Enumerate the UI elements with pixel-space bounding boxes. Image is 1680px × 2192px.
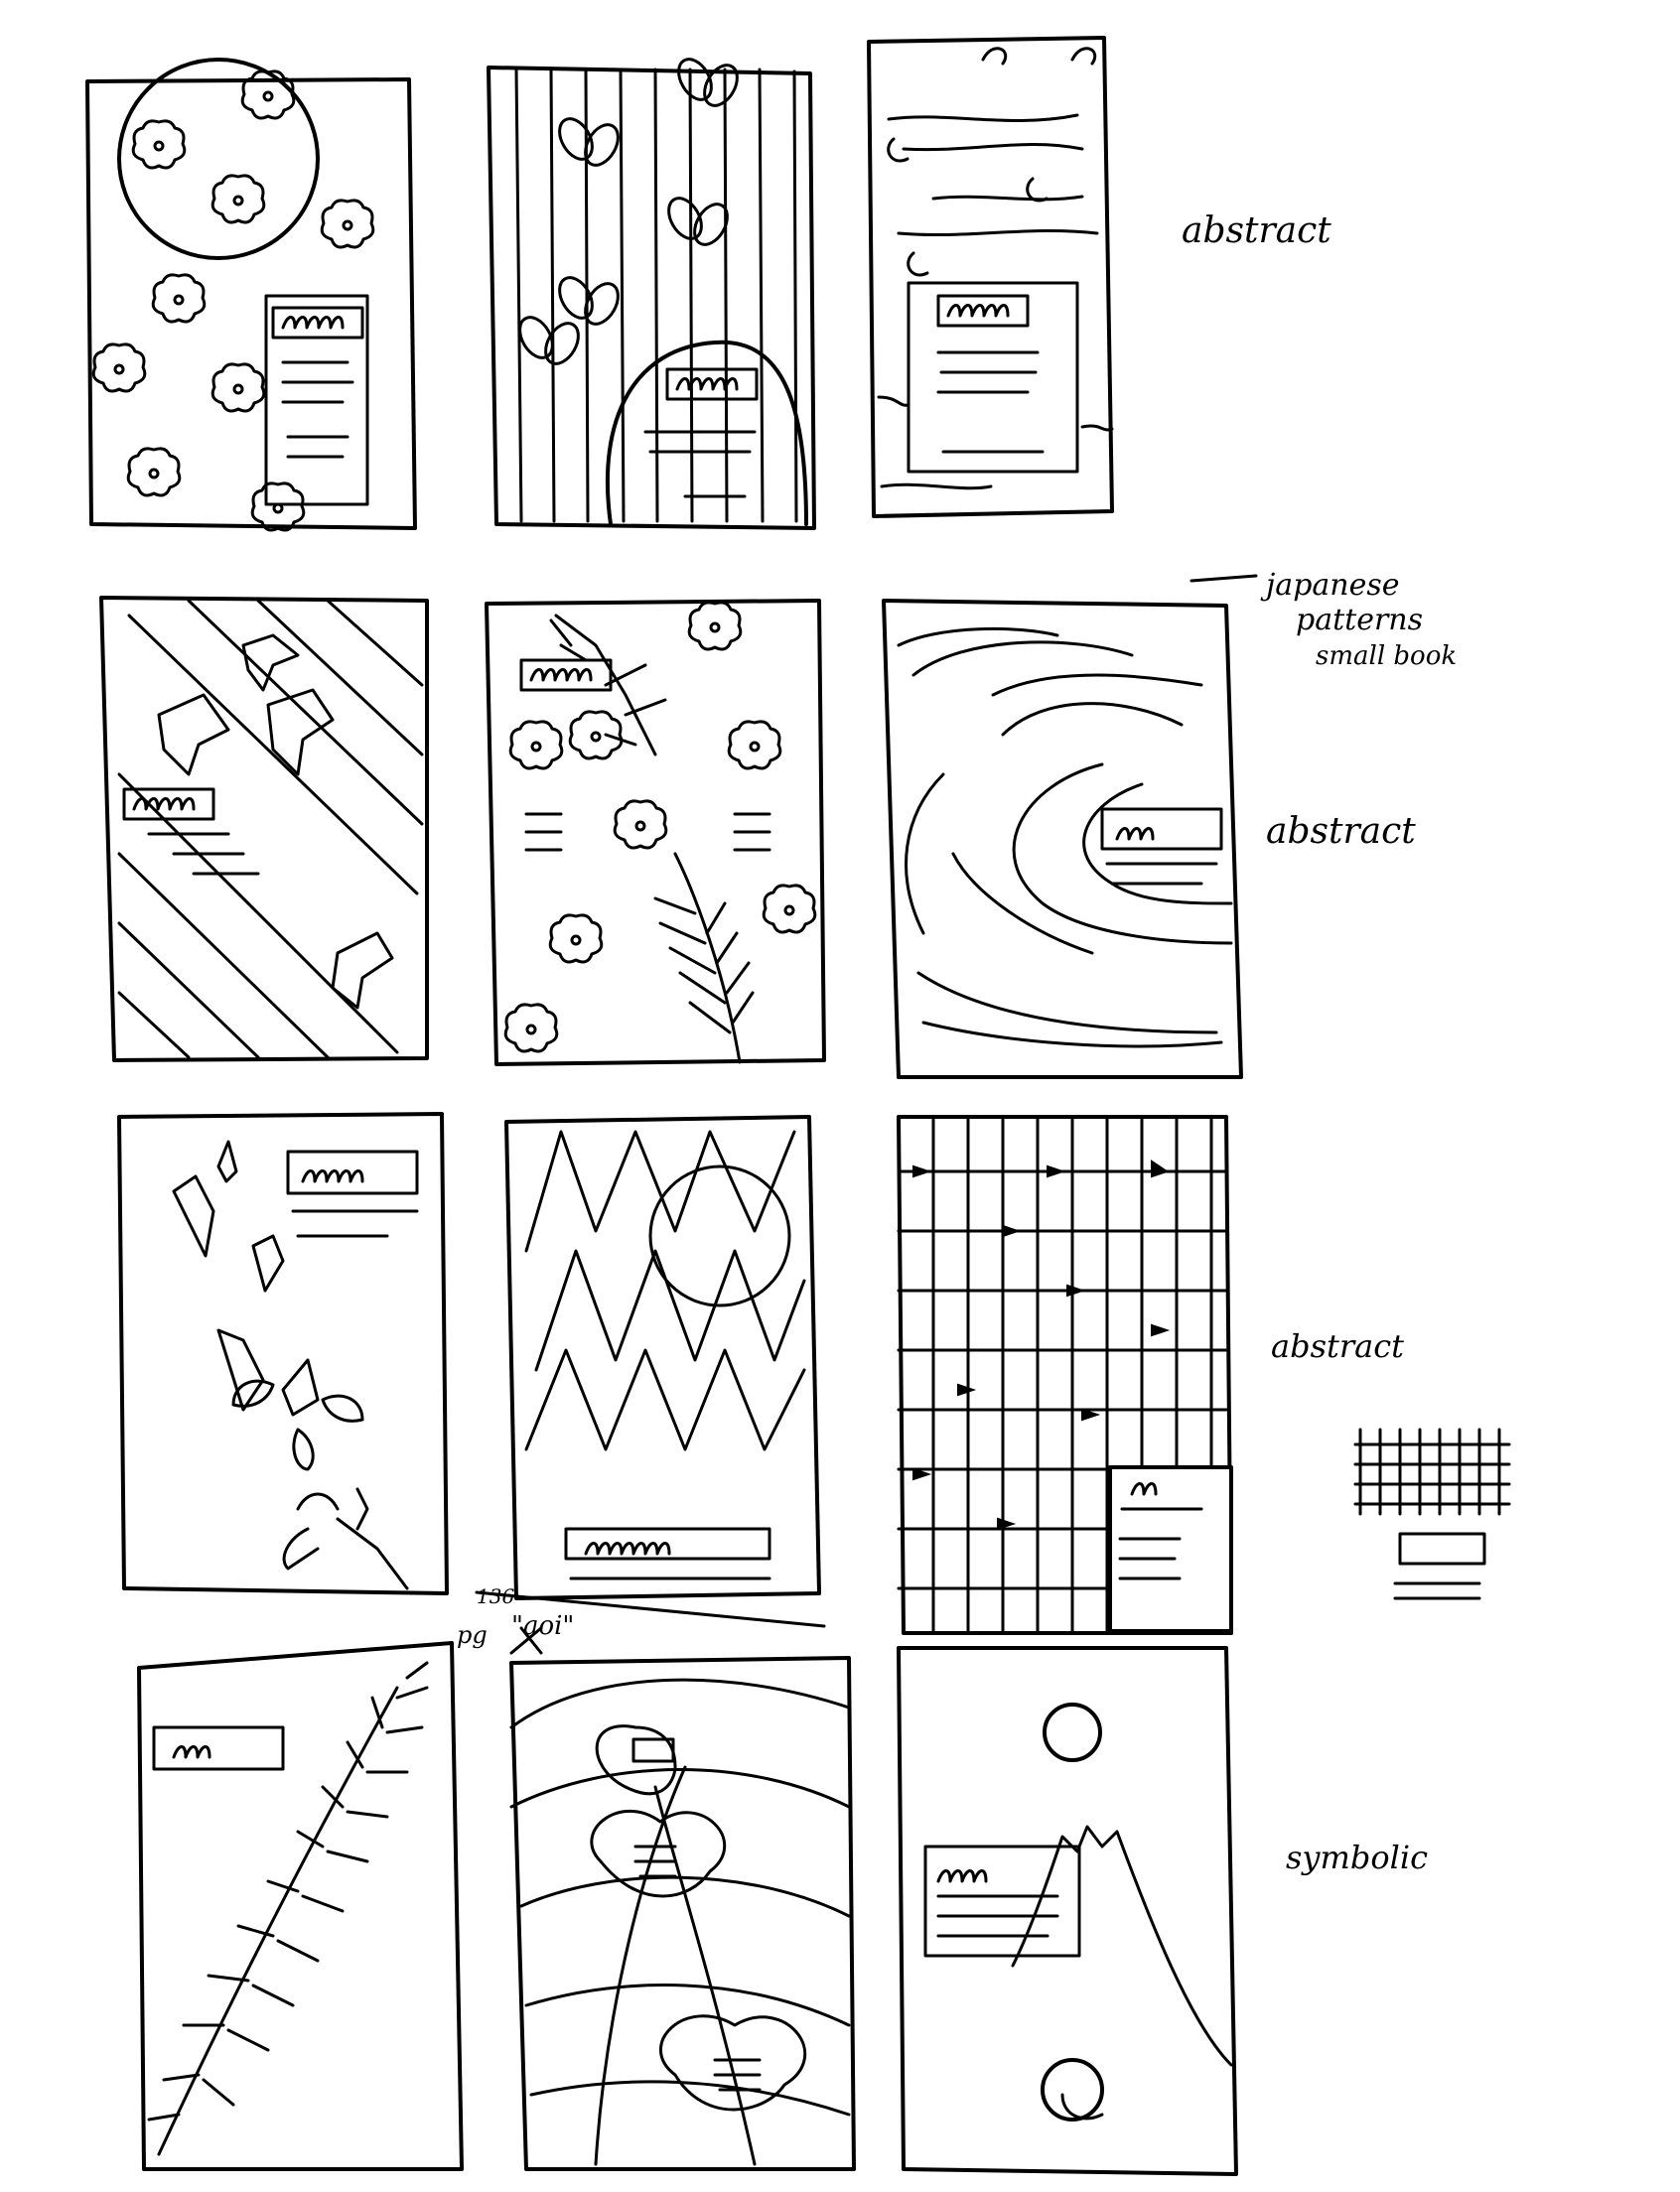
- thumb-grid-lattice: [897, 1115, 1233, 1635]
- note-japanese: japanese: [1266, 568, 1400, 603]
- thumb-fern-branch: [137, 1641, 464, 2171]
- thumb-moon-flowers: [85, 58, 417, 532]
- thumb-clouds-waves: [867, 36, 1114, 518]
- note-small-book: small book: [1316, 641, 1458, 671]
- thumb-stripes-leaves: [487, 52, 816, 530]
- label-row3-abstract: abstract: [1271, 1327, 1404, 1365]
- thumb-water-swirls: [882, 574, 1258, 1079]
- page-ref-pg: pg: [457, 1621, 488, 1649]
- thumb-mountain-moon: [475, 1115, 826, 1628]
- note-patterns: patterns: [1296, 603, 1424, 637]
- aoi-note: "aoi": [511, 1611, 575, 1641]
- thumb-flowers-fern: [485, 599, 826, 1066]
- small-grid-sketch: [1353, 1428, 1511, 1600]
- thumb-sakura: [117, 1112, 449, 1595]
- page-ref-mark: [509, 1626, 543, 1655]
- thumb-diagonal-birds: [99, 596, 429, 1062]
- thumb-fuji-suns: [897, 1646, 1238, 2176]
- thumb-aoi-leaves: [509, 1656, 856, 2171]
- label-row1-abstract: abstract: [1182, 210, 1331, 251]
- page-ref-number: 136: [477, 1584, 515, 1608]
- label-row2-abstract: abstract: [1266, 811, 1416, 852]
- label-row4-symbolic: symbolic: [1286, 1839, 1428, 1876]
